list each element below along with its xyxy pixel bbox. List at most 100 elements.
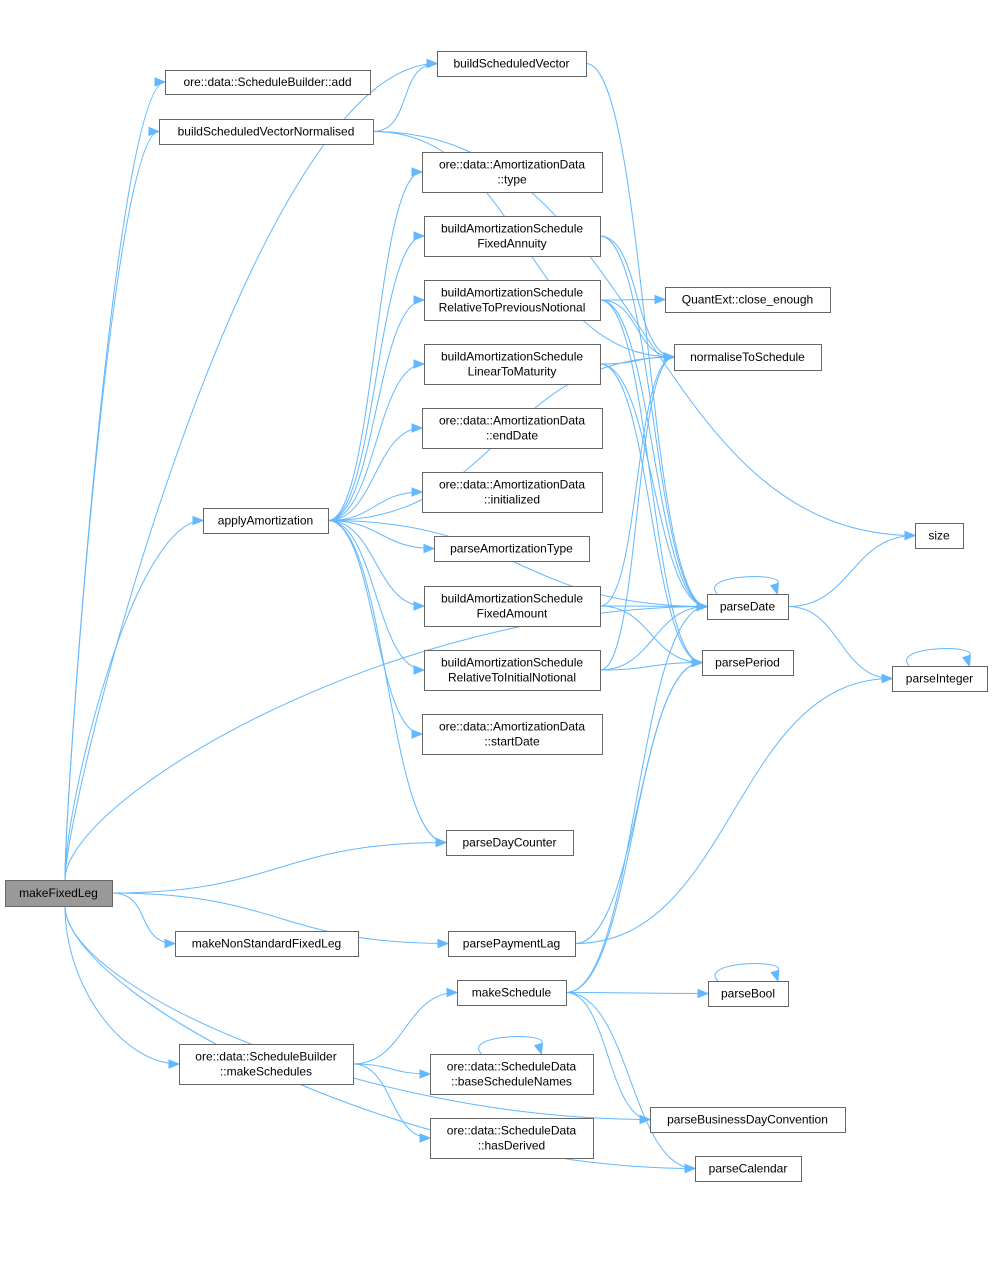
edge-line — [111, 842, 447, 894]
edge-line — [327, 520, 423, 735]
arrowhead — [192, 515, 205, 526]
node-label: ore::data::AmortizationData — [439, 414, 585, 428]
arrowhead — [435, 837, 448, 848]
arrowhead — [411, 487, 424, 497]
edge-makeFixedLeg-to-parsePaymentLag — [111, 892, 450, 949]
edge-makeSchedules-to-hasDerived — [352, 1063, 432, 1143]
node-parseCalendar[interactable]: parseCalendar — [695, 1156, 802, 1182]
arrowhead — [446, 987, 459, 998]
edge-line — [327, 520, 425, 671]
node-parseBDC[interactable]: parseBusinessDayConvention — [650, 1107, 846, 1133]
node-label: buildAmortizationSchedule — [441, 222, 583, 236]
arrowhead — [881, 673, 894, 684]
edge-bsvn-to-bsv — [372, 58, 439, 132]
node-label: ore::data::AmortizationData — [439, 158, 585, 172]
node-endDate[interactable]: ore::data::AmortizationData::endDate — [422, 408, 603, 449]
node-box — [430, 1118, 594, 1159]
node-baseNames[interactable]: ore::data::ScheduleData::baseScheduleNam… — [430, 1054, 594, 1095]
node-box — [424, 344, 601, 385]
node-box — [665, 287, 831, 313]
node-label: FixedAnnuity — [477, 237, 546, 251]
edge-applyAmortization-to-relInitial — [327, 520, 426, 675]
node-label: ore::data::AmortizationData — [439, 478, 585, 492]
node-label: parseCalendar — [709, 1162, 788, 1176]
edge-applyAmortization-to-endDate — [327, 423, 424, 521]
node-box — [434, 536, 590, 562]
arrowhead — [691, 657, 704, 668]
node-box — [175, 931, 359, 957]
node-relInitial[interactable]: buildAmortizationScheduleRelativeToIniti… — [424, 650, 601, 691]
edge-line — [599, 606, 708, 671]
edge-parseDate-to-parseInteger — [787, 606, 894, 684]
edge-line — [714, 963, 780, 982]
edge-line — [585, 63, 708, 607]
node-label: buildAmortizationSchedule — [441, 592, 583, 606]
node-label: ::initialized — [484, 493, 540, 507]
node-label: parseBool — [721, 987, 775, 1001]
node-label: FixedAmount — [477, 607, 548, 621]
edge-line — [599, 235, 675, 358]
node-parseAmortizationType[interactable]: parseAmortizationType — [434, 536, 590, 562]
arrowhead — [696, 601, 709, 612]
node-parseBool[interactable]: parseBool — [708, 981, 789, 1007]
node-parsePeriod[interactable]: parsePeriod — [702, 650, 794, 676]
edge-line — [327, 491, 423, 521]
edge-baseNames-to-baseNames — [478, 1036, 543, 1056]
node-label: LinearToMaturity — [468, 365, 557, 379]
node-add[interactable]: ore::data::ScheduleBuilder::add — [165, 70, 371, 95]
node-applyAmortization[interactable]: applyAmortization — [203, 508, 329, 534]
node-box — [702, 650, 794, 676]
node-bsvn[interactable]: buildScheduledVectorNormalised — [159, 119, 374, 145]
node-box — [650, 1107, 846, 1133]
node-box — [179, 1044, 354, 1085]
node-parseInteger[interactable]: parseInteger — [892, 666, 988, 692]
node-makeFixedLeg[interactable]: makeFixedLeg — [5, 880, 113, 907]
edge-line — [64, 131, 160, 881]
node-size[interactable]: size — [915, 523, 964, 549]
node-makeSchedules[interactable]: ore::data::ScheduleBuilder::makeSchedule… — [179, 1044, 354, 1085]
node-normalise[interactable]: normaliseToSchedule — [674, 344, 822, 371]
edge-applyAmortization-to-type — [327, 167, 424, 521]
node-linear[interactable]: buildAmortizationScheduleLinearToMaturit… — [424, 344, 601, 385]
node-parsePaymentLag[interactable]: parsePaymentLag — [448, 931, 576, 957]
edge-line — [599, 356, 675, 365]
node-label: parseAmortizationType — [450, 542, 573, 556]
node-bsv[interactable]: buildScheduledVector — [437, 51, 587, 77]
edge-line — [327, 520, 708, 607]
arrowhead — [411, 167, 424, 177]
edge-linear-to-normalise — [599, 352, 676, 365]
edge-line — [64, 905, 651, 1120]
arrowhead — [164, 938, 177, 949]
node-makeNonStd[interactable]: makeNonStandardFixedLeg — [175, 931, 359, 957]
node-box — [424, 216, 601, 257]
node-parseDayCounter[interactable]: parseDayCounter — [446, 830, 574, 856]
edge-line — [352, 1063, 431, 1075]
node-label: parsePaymentLag — [463, 937, 560, 951]
node-type[interactable]: ore::data::AmortizationData::type — [422, 152, 603, 193]
arrowhead — [426, 58, 439, 69]
edge-line — [714, 576, 779, 595]
node-startDate[interactable]: ore::data::AmortizationData::startDate — [422, 714, 603, 755]
node-makeSchedule[interactable]: makeSchedule — [457, 980, 567, 1006]
arrowhead — [413, 665, 426, 675]
node-label: parseDate — [720, 600, 776, 614]
edge-parseDate-to-size — [787, 530, 917, 607]
node-hasDerived[interactable]: ore::data::ScheduleData::hasDerived — [430, 1118, 594, 1159]
edge-parsePaymentLag-to-parsePeriod — [574, 657, 704, 944]
arrowhead — [770, 969, 780, 983]
edge-applyAmortization-to-linear — [327, 359, 426, 521]
node-label: parseInteger — [906, 672, 973, 686]
node-relPrev[interactable]: buildAmortizationScheduleRelativeToPrevi… — [424, 280, 601, 321]
node-parseDate[interactable]: parseDate — [707, 594, 789, 620]
node-closeEnough[interactable]: QuantExt::close_enough — [665, 287, 831, 313]
edge-parseBool-to-parseBool — [714, 963, 780, 983]
edge-applyAmortization-to-parseAmortizationType — [327, 520, 436, 554]
node-box — [159, 119, 374, 145]
node-initialized[interactable]: ore::data::AmortizationData::initialized — [422, 472, 603, 513]
node-label: RelativeToInitialNotional — [448, 671, 576, 685]
edge-makeSchedule-to-parseBool — [565, 988, 710, 999]
node-box — [892, 666, 988, 692]
node-label: ::hasDerived — [478, 1139, 545, 1153]
